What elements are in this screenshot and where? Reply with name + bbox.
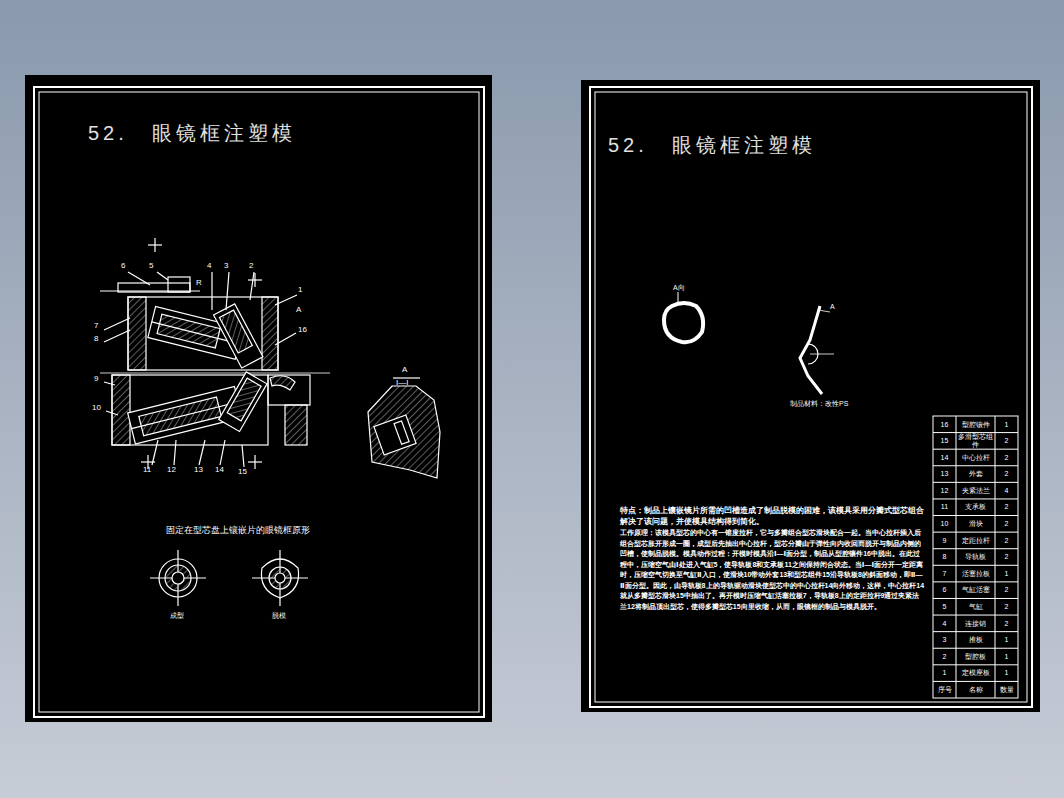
table-cell: 16 [934,417,955,432]
callout-number: 8 [94,335,98,344]
table-cell: 3 [934,633,955,648]
table-cell: 2 [996,517,1017,532]
callout-number: 1 [298,286,302,295]
table-cell: 4 [934,616,955,631]
table-cell: 1 [996,649,1017,664]
callout-number: R [196,279,202,288]
callout-number: 13 [194,466,203,475]
table-cell: 气缸 [957,599,994,614]
table-cell: 夹紧法兰 [957,483,994,498]
table-cell: 7 [934,566,955,581]
table-cell: 2 [996,550,1017,565]
callout-number: 16 [298,326,307,335]
table-cell: 2 [996,500,1017,515]
table-cell: 气缸活塞 [957,583,994,598]
table-cell: 13 [934,467,955,482]
table-cell: 1 [996,633,1017,648]
sheet-title: 52. 眼镜框注塑模 [88,120,296,147]
table-cell: 数量 [996,682,1017,697]
callout-number: 4 [207,262,211,271]
table-cell: 11 [934,500,955,515]
table-cell: 名称 [957,682,994,697]
table-cell: 2 [996,583,1017,598]
sheet-title: 52. 眼镜框注塑模 [608,132,816,159]
drawing-note: A向 [673,284,685,292]
table-cell: 9 [934,533,955,548]
table-cell: 2 [996,434,1017,449]
callout-number: 5 [149,262,153,271]
callout-number: A [402,366,407,375]
table-cell: 型腔板 [957,649,994,664]
table-cell: 2 [996,616,1017,631]
table-cell: 推板 [957,633,994,648]
table-cell: 2 [996,599,1017,614]
description-text: 工作原理：该模具型芯的中心有一锥度拉杆，它与多瓣组合型芯滑块配合一起。当中心拉杆… [620,528,925,612]
callout-number: 10 [92,404,101,413]
table-cell: 6 [934,583,955,598]
table-cell: 8 [934,550,955,565]
callout-number: 14 [215,466,224,475]
table-cell: 1 [996,417,1017,432]
parts-table [933,416,1018,698]
callout-number: I—I [396,379,408,388]
mold-section [100,238,440,606]
callout-number: A [296,306,301,315]
callout-number: 7 [94,322,98,331]
callout-number: 6 [121,262,125,271]
callout-number: 11 [143,466,151,475]
table-cell: 14 [934,450,955,465]
table-cell: 连接销 [957,616,994,631]
drawing-note: 固定在型芯盘上镶嵌片的眼镜框原形 [166,526,310,536]
table-cell: 5 [934,599,955,614]
table-cell: 中心拉杆 [957,450,994,465]
table-cell: 导轨板 [957,550,994,565]
table-cell: 支承板 [957,500,994,515]
table-cell: 定模座板 [957,666,994,681]
drawing-note: 脱模 [272,612,286,620]
table-cell: 4 [996,483,1017,498]
product-drawing [664,292,834,394]
table-cell: 10 [934,517,955,532]
table-cell: 2 [996,450,1017,465]
table-cell: 2 [996,467,1017,482]
table-cell: 多滑型芯组件 [957,434,994,449]
table-cell: 定距拉杆 [957,533,994,548]
table-cell: 15 [934,434,955,449]
drawing-sheet: 52. 眼镜框注塑模 [25,75,492,722]
table-cell: 2 [996,533,1017,548]
table-cell: 2 [934,649,955,664]
drawing-note: A [830,303,835,311]
table-cell: 活塞拉板 [957,566,994,581]
drawing-note: 制品材料：改性PS [790,400,848,408]
table-cell: 1 [934,666,955,681]
callout-number: 15 [238,468,247,477]
table-cell: 型腔镶件 [957,417,994,432]
table-cell: 1 [996,666,1017,681]
description-text: 特点：制品上镶嵌镜片所需的凹槽造成了制品脱模的困难，该模具采用分瓣式型芯组合解决… [620,506,925,527]
callout-number: 12 [167,466,176,475]
drawing-sheet: 52. 眼镜框注塑模 [581,80,1040,712]
callout-number: 9 [94,375,98,384]
drawing-note: 成型 [170,612,184,620]
callout-number: 3 [224,262,228,271]
table-cell: 外套 [957,467,994,482]
table-cell: 1 [996,566,1017,581]
table-cell: 12 [934,483,955,498]
callout-number: 2 [249,262,253,271]
table-cell: 滑块 [957,517,994,532]
table-cell: 序号 [934,682,955,697]
